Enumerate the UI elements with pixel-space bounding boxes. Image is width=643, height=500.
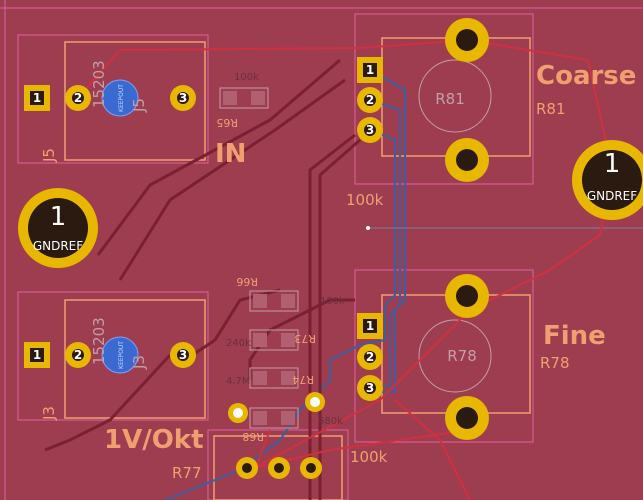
r78-pin-2-number: 2	[366, 350, 374, 364]
pot-r81[interactable]: 1 2 3 R81 Coarse R81 100k	[346, 18, 636, 209]
j3-keepout	[101, 336, 139, 374]
r78-pin-1-number: 1	[366, 319, 374, 333]
j3-pad-3-number: 3	[179, 348, 187, 362]
back-copper-tracks	[164, 69, 643, 500]
smd-r65[interactable]: 100k R65	[216, 72, 269, 129]
j5-pad-1-number: 1	[33, 91, 41, 105]
r78-pin-3-number: 3	[366, 381, 374, 395]
cv-input-label: 1V/Okt	[104, 425, 204, 455]
r74-reference: R74	[292, 373, 314, 386]
j3-part-number: 15203	[90, 317, 108, 365]
smd-r73[interactable]: 240k R73	[226, 329, 316, 351]
j3-body-ref: J3	[130, 355, 148, 370]
r68-reference: R68	[242, 430, 264, 443]
r81-body-ref: R81	[435, 90, 465, 108]
r78-value: 100k	[350, 448, 388, 466]
r78-function-label: Fine	[543, 321, 606, 351]
j5-part-number: 15203	[90, 60, 108, 108]
r68-value: 680k	[318, 416, 343, 427]
smd-r66[interactable]: R66 100k	[236, 275, 345, 312]
j5-pad-2-number: 2	[74, 91, 82, 105]
r81-value: 100k	[346, 191, 384, 209]
r81-reference: R81	[536, 100, 566, 118]
j5-keepout	[101, 79, 139, 117]
r66-reference: R66	[236, 275, 258, 288]
gndref-left-net: GNDREF	[33, 239, 83, 253]
vias	[228, 226, 370, 423]
r66-value: 100k	[320, 296, 345, 307]
r65-reference: R65	[216, 116, 238, 129]
j5-keepout-label: KEEPOUT	[118, 84, 125, 112]
j5-reference: J5	[40, 148, 58, 163]
j5-body-ref: J5	[130, 98, 148, 113]
r73-value: 240k	[226, 338, 251, 349]
r81-function-label: Coarse	[536, 61, 636, 91]
j5-pad-3-number: 3	[179, 91, 187, 105]
jack-j5[interactable]: 1 2 3 KEEPOUT 15203 J5 J5	[24, 60, 196, 163]
r81-pin-2-number: 2	[366, 93, 374, 107]
jack-j3[interactable]: 1 2 3 KEEPOUT 15203 J3 J3	[24, 317, 196, 421]
smd-r68[interactable]: 680k R68	[242, 407, 343, 443]
j3-keepout-label: KEEPOUT	[118, 341, 125, 369]
j3-reference: J3	[40, 406, 58, 421]
r74-value: 4.7M	[226, 376, 251, 387]
pot-r78[interactable]: 1 2 3 R78 Fine R78 100k	[350, 274, 606, 466]
r81-pin-1-number: 1	[366, 63, 374, 77]
gndref-pad-left[interactable]: 1 GNDREF	[18, 188, 98, 268]
j3-pad-2-number: 2	[74, 348, 82, 362]
smd-r74[interactable]: 4.7M R74	[226, 367, 314, 389]
gndref-pad-right[interactable]: 1 GNDREF	[572, 140, 643, 220]
j3-pad-1-number: 1	[33, 348, 41, 362]
r73-reference: R73	[294, 332, 316, 345]
r78-reference: R78	[540, 354, 570, 372]
r77-reference: R77	[172, 464, 202, 482]
r81-pin-3-number: 3	[366, 123, 374, 137]
input-label: IN	[215, 139, 246, 169]
gndref-left-pad-number: 1	[50, 202, 67, 232]
r65-value: 100k	[234, 72, 259, 83]
gndref-right-pad-number: 1	[604, 149, 621, 179]
trimmer-r77[interactable]: R77	[172, 457, 322, 482]
fab-outlines	[418, 59, 492, 393]
r78-body-ref: R78	[447, 347, 477, 365]
gndref-right-net: GNDREF	[587, 189, 637, 203]
